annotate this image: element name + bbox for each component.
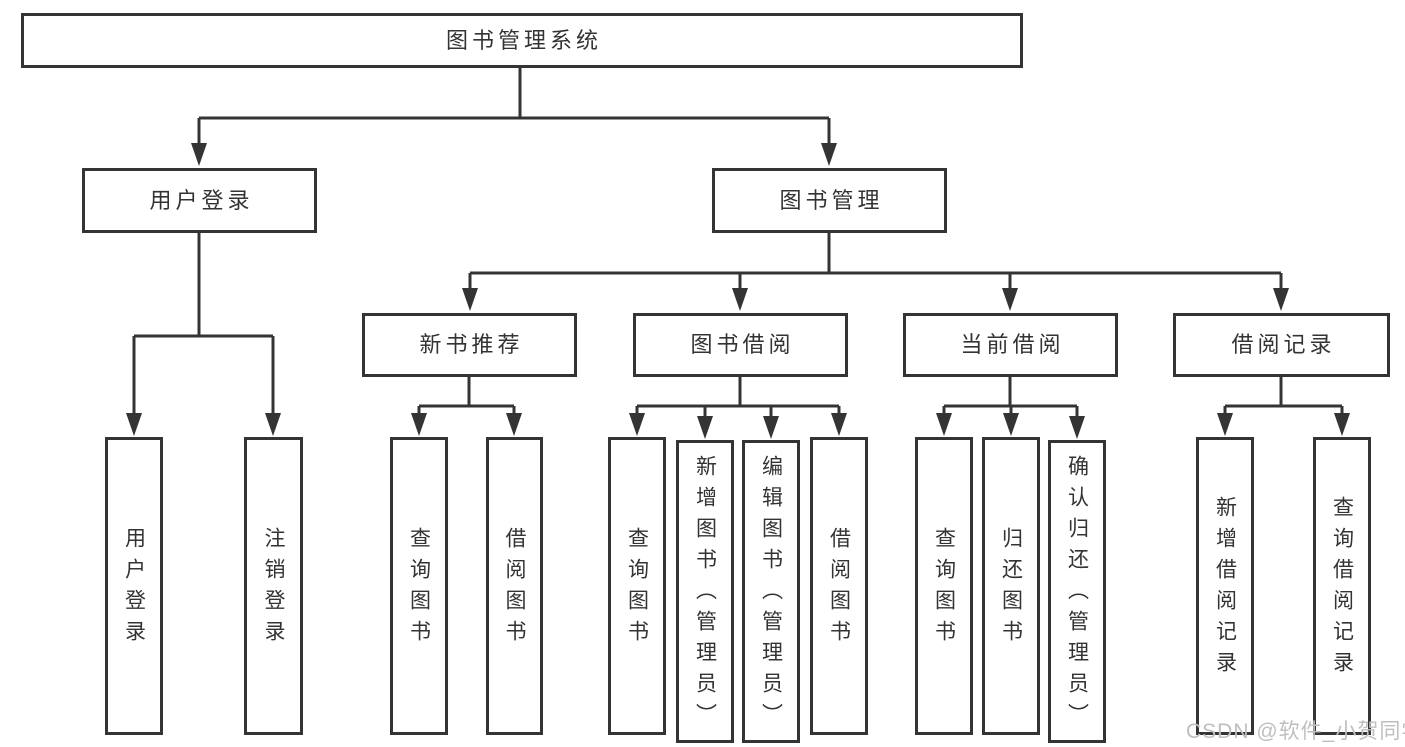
node-library-system-root: 图书管理系统 (21, 13, 1023, 68)
node-new-book-recommend: 新书推荐 (362, 313, 577, 377)
arrowhead-down-icon (732, 288, 748, 311)
leaf-borrow-edit-book-admin: 编辑图书（管理员） (742, 440, 800, 743)
arrowhead-down-icon (629, 413, 645, 436)
arrowhead-down-icon (1217, 413, 1233, 436)
leaf-logout: 注销登录 (244, 437, 303, 735)
node-current-borrow: 当前借阅 (903, 313, 1118, 377)
arrowhead-down-icon (1069, 416, 1085, 439)
leaf-borrow-add-book-admin: 新增图书（管理员） (676, 440, 734, 743)
csdn-watermark: CSDN @软件_小贺同学 (1186, 720, 1405, 743)
node-user-login: 用户登录 (82, 168, 317, 233)
arrowhead-down-icon (191, 143, 207, 166)
node-book-management: 图书管理 (712, 168, 947, 233)
node-book-borrow: 图书借阅 (633, 313, 848, 377)
arrowhead-down-icon (265, 413, 281, 436)
arrowhead-down-icon (411, 413, 427, 436)
arrowhead-down-icon (831, 413, 847, 436)
leaf-current-confirm-return-admin: 确认归还（管理员） (1048, 440, 1106, 743)
arrowhead-down-icon (821, 143, 837, 166)
arrowhead-down-icon (1334, 413, 1350, 436)
leaf-record-query: 查询借阅记录 (1313, 437, 1371, 735)
arrowhead-down-icon (506, 413, 522, 436)
leaf-current-return-book: 归还图书 (982, 437, 1040, 735)
node-borrow-record: 借阅记录 (1173, 313, 1390, 377)
arrowhead-down-icon (1273, 288, 1289, 311)
leaf-borrow-borrow-book: 借阅图书 (810, 437, 868, 735)
arrowhead-down-icon (936, 413, 952, 436)
leaf-newbook-query-book: 查询图书 (390, 437, 448, 735)
arrowhead-down-icon (462, 288, 478, 311)
arrowhead-down-icon (1002, 288, 1018, 311)
leaf-current-query-book: 查询图书 (915, 437, 973, 735)
arrowhead-down-icon (697, 416, 713, 439)
arrowhead-down-icon (763, 416, 779, 439)
arrowhead-down-icon (126, 413, 142, 436)
leaf-record-add: 新增借阅记录 (1196, 437, 1254, 735)
leaf-user-login: 用户登录 (105, 437, 163, 735)
leaf-newbook-borrow-book: 借阅图书 (486, 437, 543, 735)
arrowhead-down-icon (1003, 413, 1019, 436)
leaf-borrow-query-book: 查询图书 (608, 437, 666, 735)
